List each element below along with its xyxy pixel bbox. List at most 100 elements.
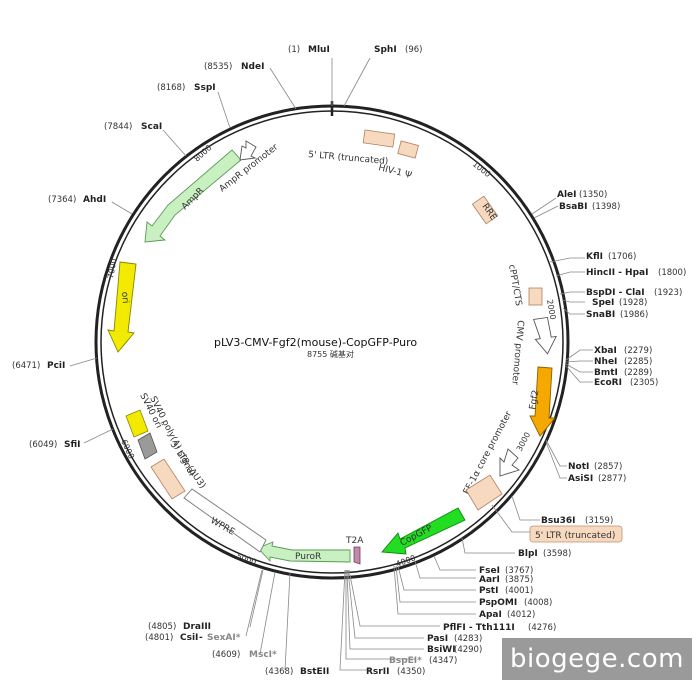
- site-pos-pspomi: (4008): [524, 598, 552, 608]
- ltr5-bottom-box: [529, 525, 623, 543]
- site-csii: CsiI: [180, 633, 198, 643]
- site-bmti: BmtI: [594, 368, 618, 378]
- site-spei: SpeI: [592, 298, 614, 308]
- ltr5-top-box: [362, 129, 396, 148]
- fgf2-arrow: [529, 366, 556, 437]
- site-pos-kfli: (1706): [608, 252, 636, 262]
- site-rsrii: RsrII: [366, 667, 389, 677]
- site-pcii: PciI: [47, 361, 65, 371]
- site-ahdi: AhdI: [83, 195, 106, 205]
- plasmid-size: 8755 碱基对: [307, 349, 354, 359]
- site-sfii: SfiI: [64, 440, 81, 450]
- puror-label: PuroR: [295, 552, 321, 562]
- site-snabi: SnaBI: [586, 310, 615, 320]
- site-bsteii: BstEII: [300, 667, 329, 677]
- leader-lines: [69, 57, 593, 671]
- site-ecori: EcoRI: [594, 378, 622, 388]
- site-pos-ahdi: (7364): [48, 195, 76, 205]
- site-pos-mlui: (1): [288, 45, 300, 55]
- t2a-box: [353, 546, 361, 565]
- site-pos-msci: (4609): [212, 650, 240, 660]
- site-pos-bsiwi: (4290): [454, 645, 482, 655]
- ampr-promoter-arrow: [239, 140, 257, 161]
- tick-2000: 2000: [545, 299, 557, 321]
- site-kfli: KflI: [586, 252, 603, 262]
- site-noti: NotI: [568, 462, 589, 472]
- site-bsu36i: Bsu36I: [541, 516, 576, 526]
- site-alei: AleI: [557, 190, 577, 200]
- cppt-box: [528, 287, 543, 306]
- watermark: biogege.com: [502, 638, 692, 680]
- ori-arrow: [107, 261, 137, 353]
- cmv-label: CMV promoter: [509, 320, 525, 386]
- site-psti: PstI: [479, 586, 498, 596]
- tick-1000: 1000: [471, 159, 493, 179]
- site-pos-spei: (1928): [619, 298, 647, 308]
- site-fsei: FseI: [479, 566, 500, 576]
- site-aari: AarI: [479, 575, 500, 585]
- site-pos-snabi: (1986): [620, 310, 648, 320]
- cmv-arrow: [532, 316, 557, 355]
- site-pos-noti: (2857): [594, 462, 622, 472]
- site-pos-xbai: (2279): [624, 346, 652, 356]
- site-pos-pcii: (6471): [12, 361, 40, 371]
- site-scai: ScaI: [141, 122, 162, 132]
- site-pasi: PasI: [427, 634, 448, 644]
- site-xbai: XbaI: [594, 346, 617, 356]
- site-pos-apai: (4012): [507, 610, 535, 620]
- site-asisi: AsiSI: [568, 474, 593, 484]
- site-sexai: SexAI*: [207, 633, 241, 643]
- site-pos-ndei: (8535): [204, 62, 232, 72]
- rre-box: [471, 195, 499, 225]
- site-pos-bspei: (4347): [429, 656, 457, 666]
- site-pos-nhei: (2285): [624, 357, 652, 367]
- site-pos-asisi: (2877): [598, 474, 626, 484]
- site-sspi: SspI: [194, 83, 216, 93]
- site-pos-pasi: (4283): [454, 634, 482, 644]
- ltr5-bottom-label: 5' LTR (truncated): [535, 531, 615, 541]
- sv40polya-box: [125, 409, 149, 438]
- tick-5000: 5000: [235, 551, 257, 566]
- site-pspomi: PspOMI: [479, 598, 517, 608]
- fgf2-label: Fgf2: [528, 389, 541, 410]
- site-bsabi: BsaBI: [559, 202, 588, 212]
- site-draiii: DraIII: [183, 622, 211, 632]
- ef1a-arrow: [499, 448, 520, 477]
- wpre-box: [183, 488, 267, 553]
- hiv-psi-box: [397, 140, 419, 159]
- tick-7000: 7000: [106, 258, 118, 280]
- site-pos-blpi: (3598): [543, 549, 571, 559]
- site-sep: -: [199, 633, 203, 643]
- site-pos-draiii: (4805): [148, 622, 176, 632]
- site-pos-alei: (1350): [579, 190, 607, 200]
- site-apai: ApaI: [479, 610, 502, 620]
- site-pos-csii: (4801): [145, 633, 173, 643]
- site-bspdi-clai: BspDI - ClaI: [586, 288, 645, 298]
- site-pos-scai: (7844): [104, 122, 132, 132]
- site-pos-sfii: (6049): [29, 440, 57, 450]
- tick-3000: 3000: [515, 431, 533, 453]
- hiv-psi-label: HIV-1 Ψ: [377, 163, 412, 181]
- site-blpi: BlpI: [518, 549, 538, 559]
- copgfp-arrow: [381, 507, 466, 555]
- site-pos-ecori: (2305): [630, 378, 658, 388]
- site-bsiwi: BsiWI: [427, 645, 456, 655]
- ltr5-top-label: 5' LTR (truncated): [308, 150, 389, 167]
- site-mlui: MluI: [308, 45, 330, 55]
- site-sphi: SphI: [374, 45, 397, 55]
- site-pos-bsu36i: (3159): [585, 516, 613, 526]
- ampr-arrow: [144, 149, 242, 243]
- site-pos-bsteii: (4368): [265, 667, 293, 677]
- t2a-label: T2A: [345, 536, 364, 546]
- cppt-label: cPPT/CTS: [506, 264, 523, 307]
- site-pos-psti: (4001): [505, 586, 533, 596]
- puror-arrow: [257, 541, 351, 563]
- site-pos-bspdi-clai: (1923): [654, 288, 682, 298]
- site-pos-bmti: (2289): [624, 368, 652, 378]
- site-pos-aari: (3875): [505, 575, 533, 585]
- site-ndei: NdeI: [241, 62, 264, 72]
- site-pos-rsrii: (4350): [397, 667, 425, 677]
- site-pos-hincii-hpai: (1800): [658, 268, 686, 278]
- plasmid-title: pLV3-CMV-Fgf2(mouse)-CopGFP-Puro: [214, 336, 417, 349]
